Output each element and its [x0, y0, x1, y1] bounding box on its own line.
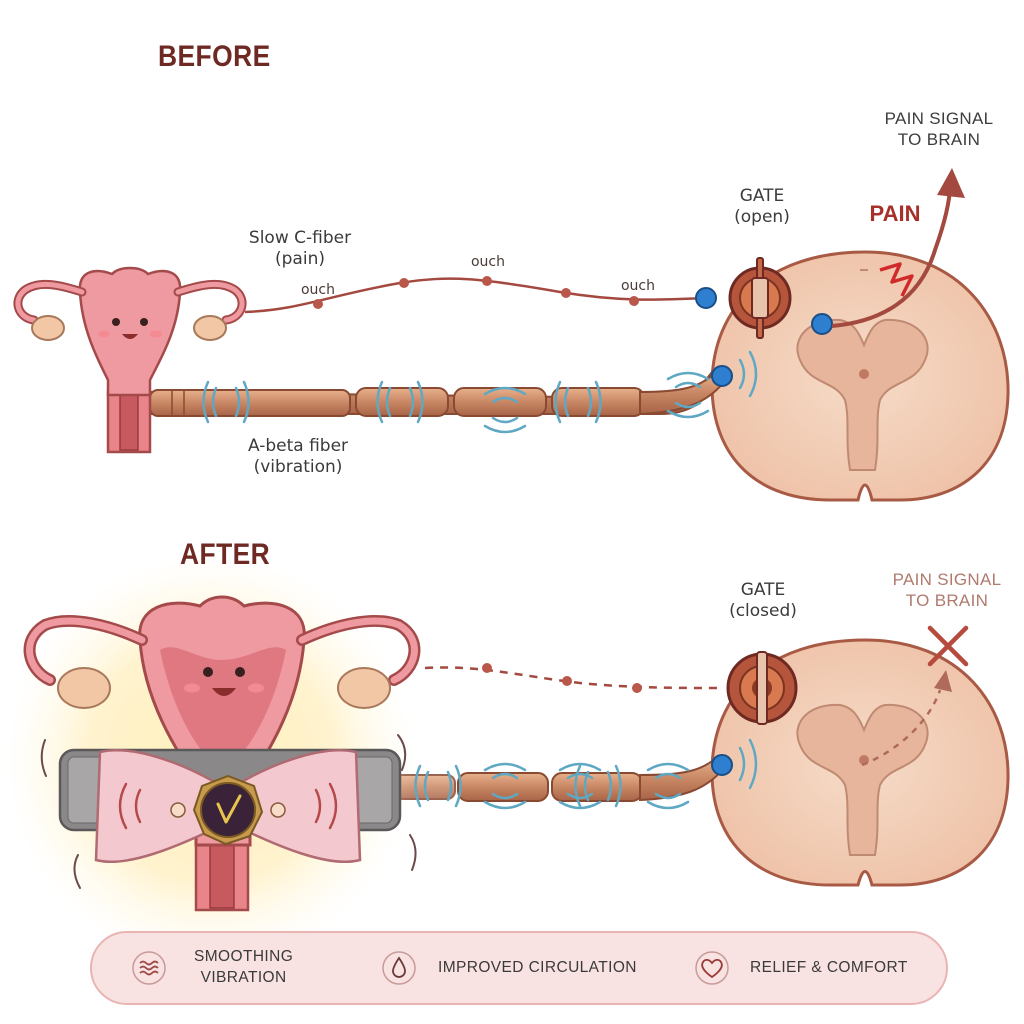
lightning-icon — [879, 262, 914, 297]
ouch-label: ouch — [620, 278, 655, 294]
synapse-dot — [811, 313, 833, 335]
ouch-label: ouch — [300, 282, 335, 298]
c-fiber-label-line2: (pain) — [275, 249, 325, 270]
gate-closed-label: GATE (closed) — [718, 580, 808, 623]
c-fiber-before — [244, 276, 706, 314]
a-beta-fiber-before — [149, 370, 726, 417]
a-beta-label-line1: A-beta fiber — [247, 436, 349, 456]
pain-signal-line2: TO BRAIN — [897, 130, 981, 150]
uterus-before — [13, 266, 247, 454]
pain-signal-line1: PAIN SIGNAL — [884, 109, 994, 128]
synapse-dot — [711, 754, 733, 776]
pain-signal-label-before: PAIN SIGNAL TO BRAIN — [880, 108, 998, 151]
c-fiber-after — [424, 663, 723, 693]
vibration-wave — [738, 350, 758, 398]
gate-open-label-line2: (open) — [734, 207, 790, 228]
legend-vibration-line1: SMOOTHING — [194, 948, 294, 966]
blocked-signal-arrow — [861, 670, 952, 767]
pain-signal-label-after: PAIN SIGNAL TO BRAIN — [884, 569, 1010, 612]
legend-item-circulation: IMPROVED CIRCULATION — [382, 933, 637, 1003]
pain-signal-arrow — [831, 168, 965, 328]
wavy-lines-icon — [132, 951, 166, 985]
a-beta-label: A-beta fiber (vibration) — [238, 436, 358, 479]
droplet-icon — [382, 951, 416, 985]
gate-closed-label-line2: (closed) — [729, 601, 797, 622]
a-beta-label-line2: (vibration) — [253, 457, 343, 478]
synapse-dot — [695, 287, 717, 309]
gate-open-label-line1: GATE — [739, 186, 785, 206]
benefits-legend: SMOOTHING VIBRATION IMPROVED CIRCULATION… — [90, 931, 948, 1005]
ouch-label: ouch — [470, 254, 505, 270]
legend-circulation-text: IMPROVED CIRCULATION — [438, 958, 637, 976]
heat-vibration-belt — [40, 734, 417, 889]
pain-signal-after-line1: PAIN SIGNAL — [892, 570, 1002, 589]
gate-open-label: GATE (open) — [722, 186, 802, 229]
vibration-wave — [738, 738, 758, 790]
synapse-dot — [711, 365, 733, 387]
legend-item-comfort: RELIEF & COMFORT — [692, 933, 908, 1003]
close-x-icon — [927, 625, 969, 667]
legend-item-vibration: SMOOTHING VIBRATION — [132, 933, 293, 1003]
uterus-after — [23, 595, 421, 912]
after-heading: AFTER — [180, 538, 271, 571]
legend-comfort-text: RELIEF & COMFORT — [750, 958, 908, 976]
before-heading: BEFORE — [158, 40, 271, 73]
gate-closed-icon — [726, 651, 798, 725]
pain-label: PAIN — [869, 201, 921, 226]
gate-closed-label-line1: GATE — [740, 580, 786, 600]
legend-vibration-line2: VIBRATION — [200, 969, 287, 986]
c-fiber-label: Slow C-fiber (pain) — [230, 228, 370, 271]
legend-vibration-text: SMOOTHING VIBRATION — [194, 947, 293, 989]
pain-signal-after-line2: TO BRAIN — [905, 591, 989, 611]
c-fiber-label-line1: Slow C-fiber — [248, 228, 352, 248]
heart-icon — [695, 951, 729, 985]
